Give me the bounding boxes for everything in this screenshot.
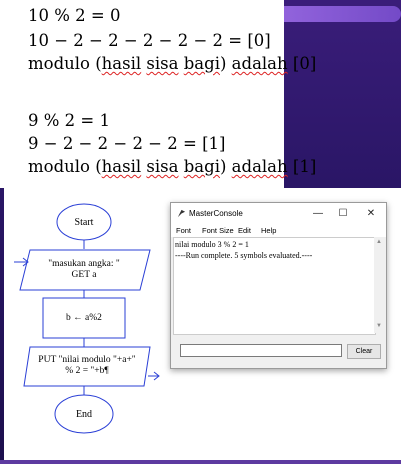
- process-label: b ← a%2: [66, 313, 102, 323]
- paren: (: [95, 157, 102, 176]
- word-hasil: hasil: [101, 54, 142, 73]
- output-line2: % 2 = "+b¶: [65, 366, 109, 376]
- console-line-1: nilai modulo 3 % 2 = 1: [175, 240, 249, 249]
- menu-font-size[interactable]: Font Size: [202, 226, 234, 235]
- clear-button[interactable]: Clear: [347, 344, 381, 359]
- equation-9-mod-2: 9 % 2 = 1: [28, 111, 110, 130]
- result: [0]: [292, 54, 317, 73]
- console-input[interactable]: [180, 344, 342, 357]
- maximize-button[interactable]: ☐: [338, 208, 348, 219]
- word: modulo: [28, 54, 90, 73]
- menu-help[interactable]: Help: [261, 226, 277, 235]
- paren: (: [95, 54, 102, 73]
- output-parallelogram: [23, 346, 151, 387]
- word: modulo: [28, 157, 90, 176]
- equation-10-subtraction: 10 − 2 − 2 − 2 − 2 − 2 = [0]: [28, 31, 271, 50]
- document-page: 10 % 2 = 0 10 − 2 − 2 − 2 − 2 − 2 = [0] …: [0, 0, 316, 188]
- input-line1: "masukan angka: ": [48, 259, 120, 269]
- input-parallelogram: [19, 249, 151, 291]
- equation-10-mod-2: 10 % 2 = 0: [28, 6, 121, 25]
- word-sisa: sisa: [146, 157, 179, 176]
- word-sisa: sisa: [146, 54, 179, 73]
- console-scrollbar[interactable]: ▲ ▼: [374, 237, 384, 333]
- word-bagi: bagi: [183, 157, 220, 176]
- start-label: Start: [74, 217, 94, 228]
- modulo-sentence-2: modulo (hasil sisa bagi) adalah [1]: [28, 157, 316, 176]
- output-line1: PUT "nilai modulo "+a+": [38, 355, 136, 365]
- paren: ): [219, 54, 227, 73]
- word-bagi: bagi: [183, 54, 220, 73]
- entry-arrow-head: [22, 257, 29, 267]
- scroll-down-icon[interactable]: ▼: [376, 323, 382, 329]
- exit-arrow-head: [153, 371, 160, 381]
- word-hasil: hasil: [101, 157, 142, 176]
- menu-bar: Font Font Size Edit Help: [171, 225, 386, 237]
- equation-9-subtraction: 9 − 2 − 2 − 2 − 2 = [1]: [28, 134, 226, 153]
- end-label: End: [75, 409, 93, 420]
- input-line2: GET a: [71, 270, 97, 280]
- window-title: MasterConsole: [189, 209, 243, 218]
- console-line-2: ----Run complete. 5 symbols evaluated.--…: [175, 251, 313, 260]
- menu-font[interactable]: Font: [176, 226, 192, 235]
- result: [1]: [292, 157, 317, 176]
- end-terminal: [54, 394, 114, 434]
- flowchart-shapes: [14, 203, 160, 434]
- word-adalah: adalah: [231, 157, 288, 176]
- close-button[interactable]: ✕: [366, 208, 376, 219]
- taskbar-strip: [0, 460, 401, 464]
- console-output[interactable]: nilai modulo 3 % 2 = 1 ----Run complete.…: [173, 237, 376, 335]
- word-adalah: adalah: [231, 54, 288, 73]
- modulo-sentence-1: modulo (hasil sisa bagi) adalah [0]: [28, 54, 316, 73]
- masterconsole-window[interactable]: MasterConsole — ☐ ✕ Font Font Size Edit …: [170, 202, 387, 369]
- app-icon: [177, 209, 186, 218]
- minimize-button[interactable]: —: [313, 208, 323, 219]
- paren: ): [219, 157, 227, 176]
- menu-edit[interactable]: Edit: [238, 226, 251, 235]
- title-bar[interactable]: MasterConsole — ☐ ✕: [171, 203, 386, 225]
- scroll-up-icon[interactable]: ▲: [376, 239, 382, 245]
